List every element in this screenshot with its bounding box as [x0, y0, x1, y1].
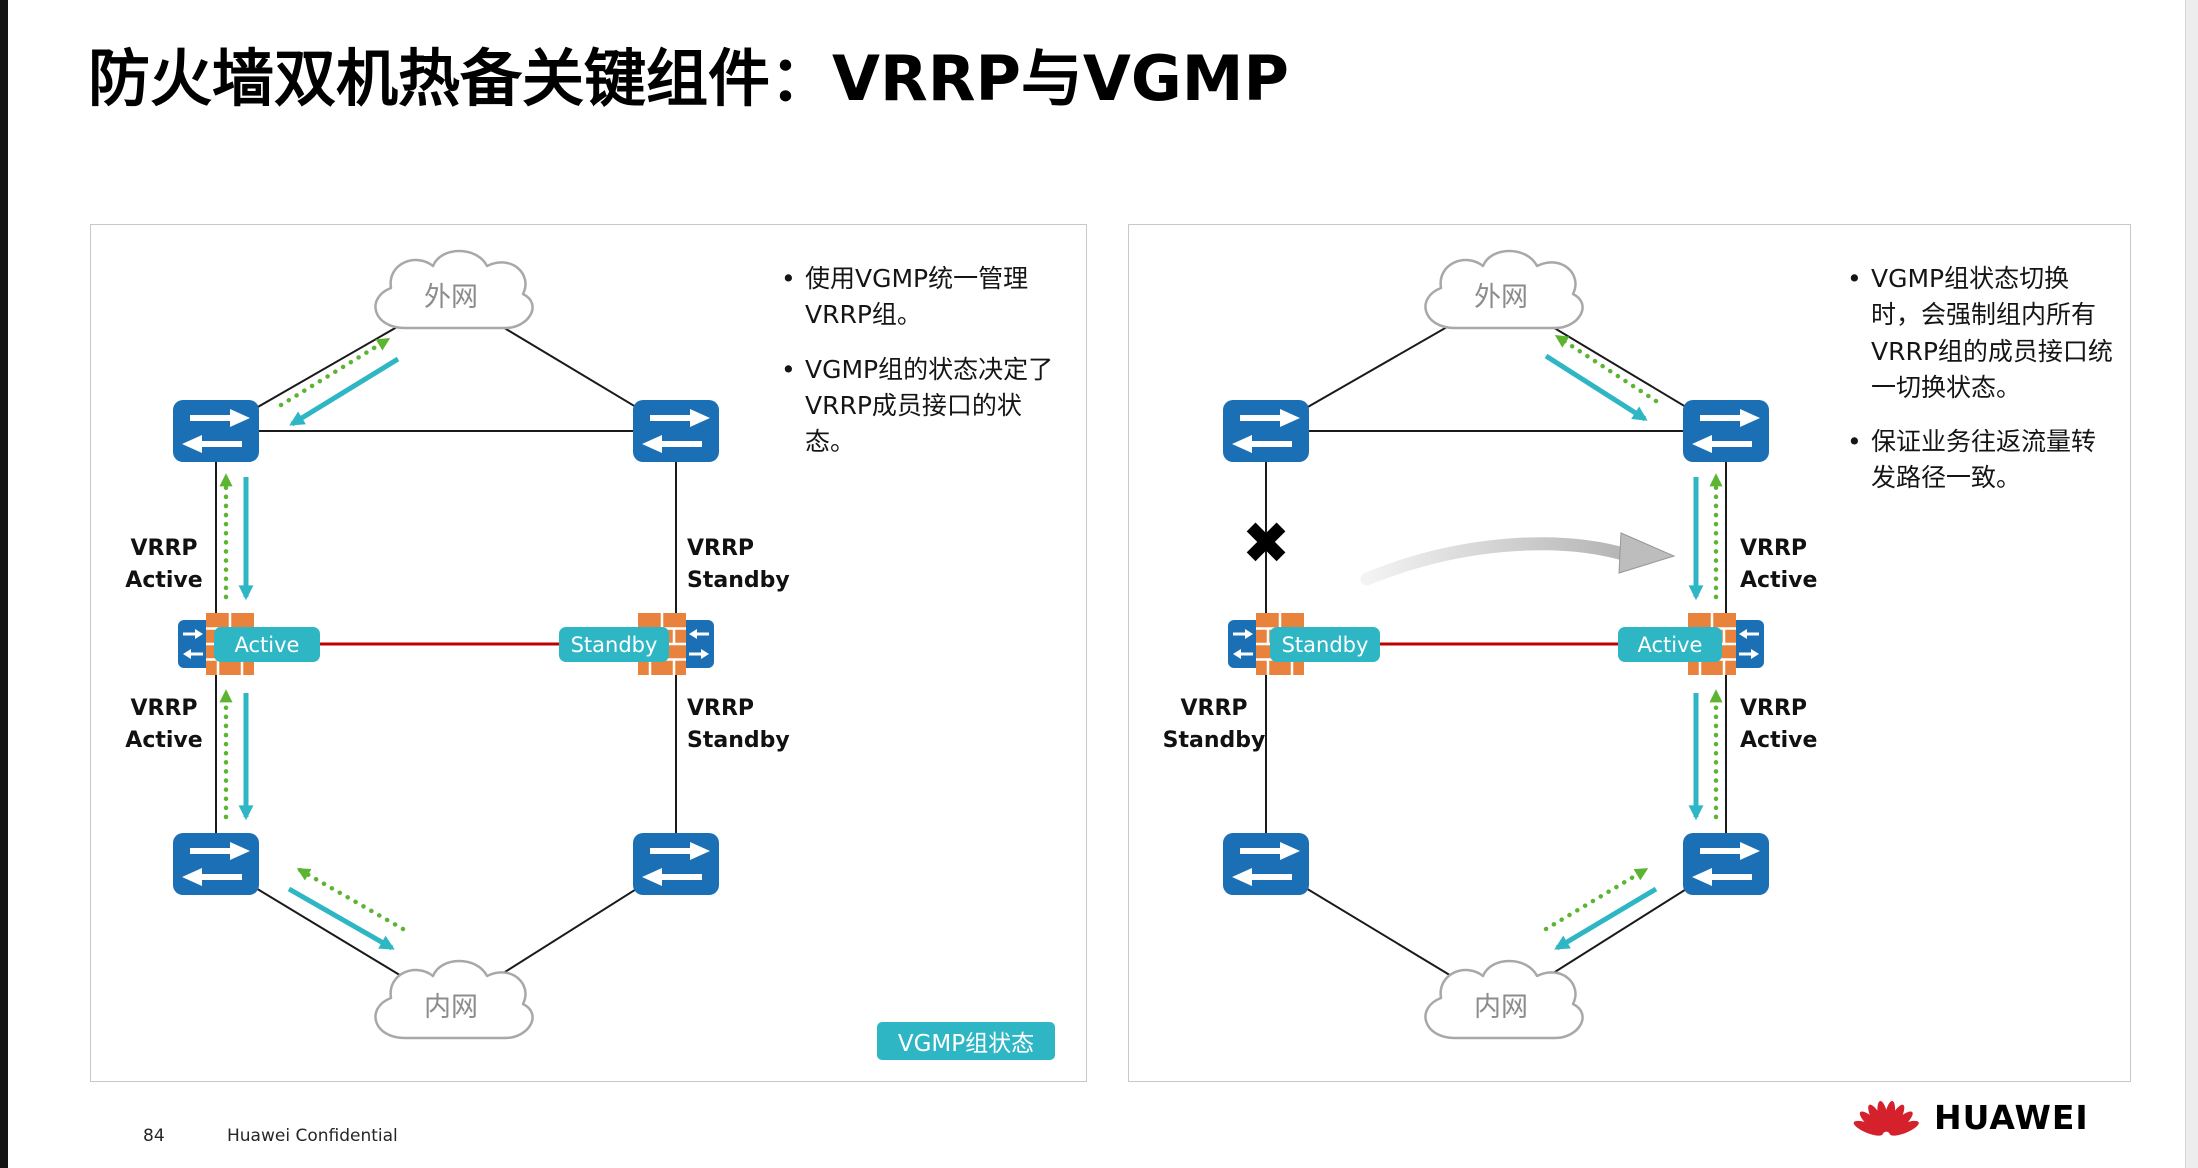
svg-text:Standby: Standby [687, 728, 790, 753]
internal-network-cloud: 内网 [374, 959, 534, 1040]
huawei-flower-icon [1853, 1100, 1919, 1136]
svg-text:Standby: Standby [687, 568, 790, 593]
external-network-cloud: 外网 [374, 249, 534, 330]
switch-icon [1223, 833, 1309, 895]
right-panel-bullets: VGMP组状态切换时，会强制组内所有VRRP组的成员接口统一切换状态。 保证业务… [1845, 261, 2117, 515]
huawei-logo-text: HUAWEI [1934, 1098, 2089, 1137]
confidential-label: Huawei Confidential [227, 1126, 398, 1146]
vrrp-label-top-right: VRRP Active [1740, 536, 1817, 593]
svg-text:VRRP: VRRP [687, 696, 754, 721]
svg-text:Active: Active [1740, 568, 1817, 593]
internal-network-cloud: 内网 [1424, 959, 1584, 1040]
vgmp-state-badge-standby: Standby [559, 627, 669, 662]
bullet-item: 使用VGMP统一管理VRRP组。 [779, 261, 1071, 334]
svg-text:Active: Active [125, 568, 202, 593]
internal-network-label: 内网 [424, 992, 478, 1023]
vrrp-label-bottom-right: VRRP Standby [687, 696, 790, 753]
window-edge-right [2185, 0, 2198, 1168]
svg-text:VRRP: VRRP [130, 696, 197, 721]
svg-text:VRRP: VRRP [130, 536, 197, 561]
internal-network-label: 内网 [1474, 992, 1528, 1023]
bullet-text: 保证业务往返流量转发路径一致。 [1871, 427, 2097, 493]
downlink-traffic-arrows [1544, 353, 1704, 951]
downlink-traffic-arrows [238, 356, 400, 951]
link-failure-icon: ✖ [1242, 509, 1291, 577]
svg-text:VRRP: VRRP [687, 536, 754, 561]
vrrp-label-bottom-left: VRRP Standby [1163, 696, 1266, 753]
uplink-traffic-arrows [219, 337, 406, 932]
vrrp-label-top-right: VRRP Standby [687, 536, 790, 593]
huawei-logo: HUAWEI [1852, 1098, 2089, 1137]
switch-icon [173, 400, 259, 462]
switchover-arrow-icon [1360, 532, 1676, 586]
vrrp-label-bottom-left: VRRP Active [125, 696, 202, 753]
switch-icon [1683, 833, 1769, 895]
slide-title: 防火墙双机热备关键组件：VRRP与VGMP [88, 42, 1289, 115]
vgmp-state-badge-active: Active [214, 627, 320, 662]
bullet-item: 保证业务往返流量转发路径一致。 [1845, 424, 2117, 497]
vrrp-label-bottom-right: VRRP Active [1740, 696, 1817, 753]
external-network-label: 外网 [424, 282, 478, 313]
vgmp-state-badge-active: Active [1618, 627, 1722, 662]
switch-icon [633, 833, 719, 895]
bullet-text: 使用VGMP统一管理VRRP组。 [805, 264, 1029, 330]
svg-text:VRRP: VRRP [1740, 696, 1807, 721]
svg-text:VRRP: VRRP [1740, 536, 1807, 561]
external-network-cloud: 外网 [1424, 249, 1584, 330]
svg-text:Active: Active [1638, 633, 1703, 657]
vgmp-state-badge-standby: Standby [1270, 627, 1380, 662]
switch-icon [633, 400, 719, 462]
svg-text:Standby: Standby [571, 633, 658, 657]
panel-vgmp-switchover: 外网 内网 ✖ Standby Active VRRP Standby VRRP… [1128, 224, 2131, 1082]
uplink-traffic-arrows [1543, 334, 1723, 932]
bullet-text: VGMP组状态切换时，会强制组内所有VRRP组的成员接口统一切换状态。 [1871, 264, 2113, 402]
page-number: 84 [143, 1126, 165, 1146]
vgmp-switchover-topology-diagram: 外网 内网 ✖ Standby Active VRRP Standby VRRP… [1163, 249, 1817, 1040]
bullet-text: VGMP组的状态决定了VRRP成员接口的状态。 [805, 354, 1054, 457]
svg-text:Standby: Standby [1282, 633, 1369, 657]
bullet-item: VGMP组的状态决定了VRRP成员接口的状态。 [779, 352, 1071, 461]
svg-text:Active: Active [125, 728, 202, 753]
external-network-label: 外网 [1474, 282, 1528, 313]
svg-text:Active: Active [1740, 728, 1817, 753]
vgmp-normal-topology-diagram: 外网 内网 Active Standby VRRP Active VRRP Ac… [125, 249, 790, 1040]
left-panel-bullets: 使用VGMP统一管理VRRP组。 VGMP组的状态决定了VRRP成员接口的状态。 [779, 261, 1071, 478]
svg-text:Standby: Standby [1163, 728, 1266, 753]
footer: 84 Huawei Confidential [0, 1118, 2198, 1168]
svg-text:VRRP: VRRP [1180, 696, 1247, 721]
switch-icon [1683, 400, 1769, 462]
vgmp-group-state-badge: VGMP组状态 [877, 1022, 1055, 1060]
svg-text:Active: Active [235, 633, 300, 657]
bullet-item: VGMP组状态切换时，会强制组内所有VRRP组的成员接口统一切换状态。 [1845, 261, 2117, 406]
panel-vgmp-normal: 外网 内网 Active Standby VRRP Active VRRP Ac… [90, 224, 1087, 1082]
switch-icon [1223, 400, 1309, 462]
window-edge-left [0, 0, 8, 1168]
switch-icon [173, 833, 259, 895]
vrrp-label-top-left: VRRP Active [125, 536, 202, 593]
